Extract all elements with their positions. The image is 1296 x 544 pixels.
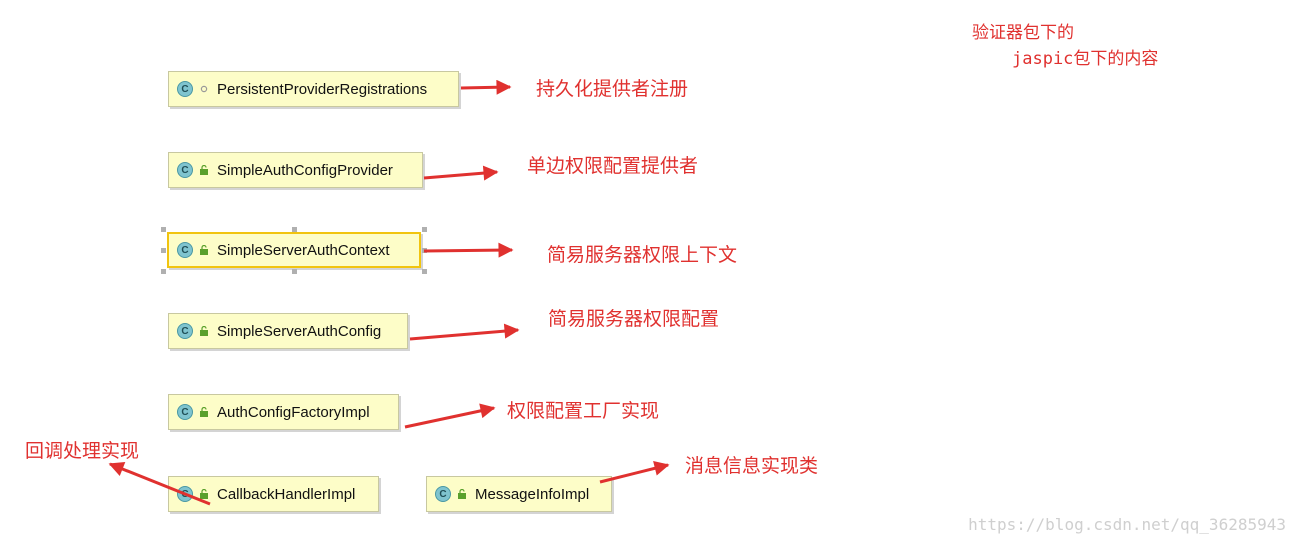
selection-handle[interactable]: [161, 248, 166, 253]
arrow-4: [409, 323, 520, 341]
class-box-persistent-provider-registrations[interactable]: C PersistentProviderRegistrations: [168, 71, 459, 107]
class-box-callback-handler-impl[interactable]: C CallbackHandlerImpl: [168, 476, 379, 512]
selection-handle[interactable]: [422, 269, 427, 274]
package-private-dot-icon: [199, 84, 209, 94]
public-lock-icon: [199, 489, 209, 499]
class-box-message-info-impl[interactable]: C MessageInfoImpl: [426, 476, 612, 512]
annotation-message-info-impl: 消息信息实现类: [685, 455, 819, 477]
selection-handle[interactable]: [292, 269, 297, 274]
arrow-3: [423, 242, 514, 258]
class-name: AuthConfigFactoryImpl: [217, 403, 370, 421]
annotation-auth-config-factory-impl: 权限配置工厂实现: [507, 400, 660, 422]
arrow-5: [404, 403, 496, 429]
class-icon: C: [177, 162, 193, 178]
selection-handle[interactable]: [161, 227, 166, 232]
arrow-6: [108, 462, 211, 506]
class-icon: C: [177, 404, 193, 420]
watermark: https://blog.csdn.net/qq_36285943: [968, 515, 1286, 534]
package-note: 验证器包下的 jaspic包下的内容: [972, 20, 1158, 72]
class-box-auth-config-factory-impl[interactable]: C AuthConfigFactoryImpl: [168, 394, 399, 430]
arrow-7: [599, 460, 670, 484]
class-name: PersistentProviderRegistrations: [217, 80, 428, 98]
public-lock-icon: [199, 407, 209, 417]
class-name: CallbackHandlerImpl: [217, 485, 356, 503]
class-name: MessageInfoImpl: [475, 485, 590, 503]
class-icon: C: [177, 242, 193, 258]
class-icon: C: [177, 81, 193, 97]
public-lock-icon: [199, 245, 209, 255]
selection-handle[interactable]: [422, 227, 427, 232]
class-icon: C: [177, 323, 193, 339]
class-name: SimpleAuthConfigProvider: [217, 161, 393, 179]
package-note-line1: 验证器包下的: [972, 23, 1074, 43]
class-name: SimpleServerAuthContext: [217, 241, 390, 259]
annotation-persistent-provider-registrations: 持久化提供者注册: [536, 78, 689, 100]
selection-handle[interactable]: [161, 269, 166, 274]
arrow-1: [460, 79, 512, 95]
class-icon: C: [435, 486, 451, 502]
public-lock-icon: [199, 326, 209, 336]
class-box-simple-server-auth-context[interactable]: C SimpleServerAuthContext: [167, 232, 421, 268]
arrow-2: [423, 165, 499, 181]
public-lock-icon: [457, 489, 467, 499]
public-lock-icon: [199, 165, 209, 175]
annotation-simple-server-auth-context: 简易服务器权限上下文: [547, 244, 738, 266]
annotation-simple-auth-config-provider: 单边权限配置提供者: [527, 155, 699, 177]
class-box-simple-server-auth-config[interactable]: C SimpleServerAuthConfig: [168, 313, 408, 349]
selection-handle[interactable]: [292, 227, 297, 232]
class-name: SimpleServerAuthConfig: [217, 322, 382, 340]
class-box-simple-auth-config-provider[interactable]: C SimpleAuthConfigProvider: [168, 152, 423, 188]
annotation-simple-server-auth-config: 简易服务器权限配置: [548, 308, 720, 330]
annotation-callback-handler-impl: 回调处理实现: [25, 440, 140, 462]
package-note-line2: jaspic包下的内容: [1012, 49, 1159, 69]
